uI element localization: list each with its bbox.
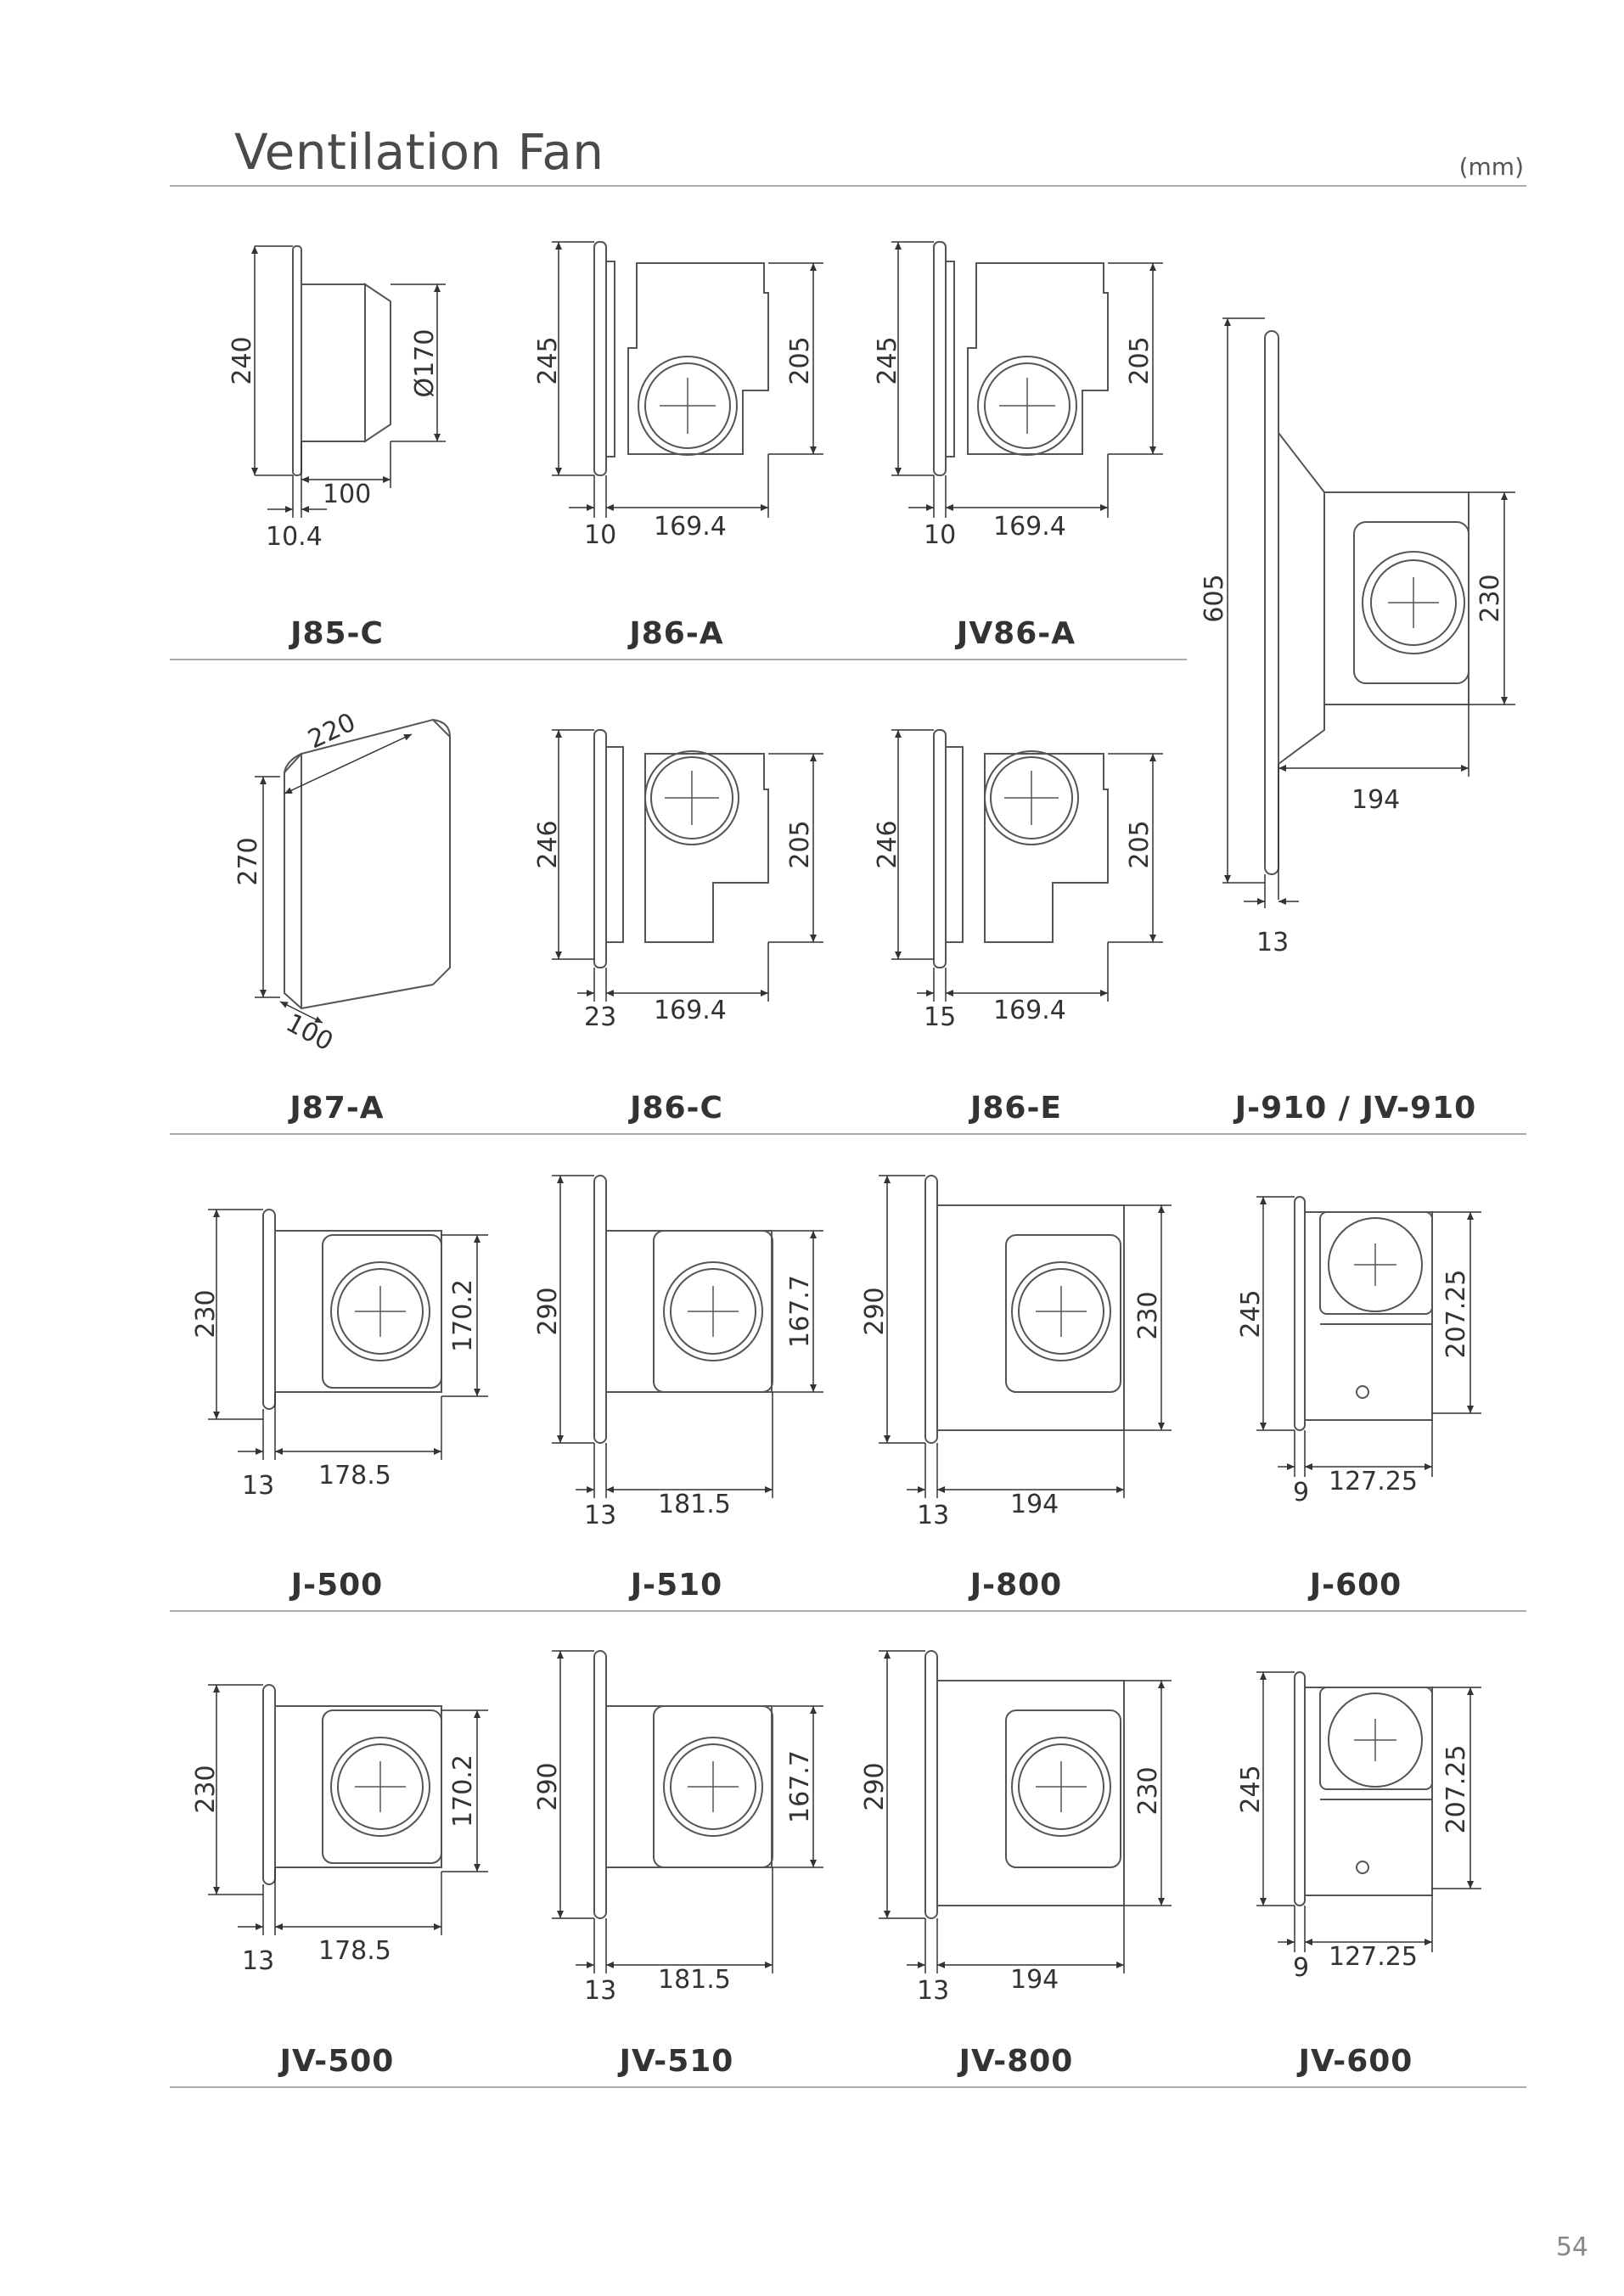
dim-label: 169.4: [654, 512, 727, 542]
dim-label: 10: [924, 520, 956, 550]
dim-label: 245: [1236, 1765, 1266, 1813]
dim-label: 230: [191, 1765, 221, 1813]
dim-label: 207.25: [1441, 1270, 1471, 1359]
dim-label: 246: [533, 820, 563, 868]
drawing-j800: [879, 1175, 1172, 1498]
drawing-j85c: [251, 245, 446, 518]
dim-label: 245: [533, 336, 563, 385]
dim-label: 167.7: [785, 1750, 815, 1823]
dim-label: 290: [860, 1762, 890, 1810]
model-label: J85-C: [290, 616, 384, 651]
page-title: Ventilation Fan: [234, 123, 604, 181]
header-rule: [170, 185, 1526, 187]
dim-label: 13: [242, 1946, 274, 1976]
model-label: J86-E: [969, 1091, 1063, 1126]
model-label: JV-600: [1298, 2044, 1413, 2079]
drawing-j500: [208, 1209, 488, 1460]
model-label: J-510: [630, 1568, 723, 1603]
dim-label: 13: [917, 1501, 949, 1530]
dim-label: 170.2: [448, 1754, 478, 1827]
dim-label: 194: [1010, 1965, 1059, 1995]
dim-label: 181.5: [658, 1965, 731, 1995]
dim-label: 169.4: [654, 996, 727, 1025]
model-label: J-500: [290, 1568, 384, 1603]
dim-label: 207.25: [1441, 1745, 1471, 1834]
row-divider: [170, 2086, 1526, 2088]
dim-label: 13: [242, 1471, 274, 1501]
dim-label: 13: [584, 1976, 616, 2006]
dim-label: 178.5: [318, 1936, 391, 1966]
model-label: JV86-A: [956, 616, 1076, 651]
dim-label: 178.5: [318, 1461, 391, 1490]
dim-label: 194: [1010, 1490, 1059, 1519]
dim-label: 100: [323, 480, 371, 509]
drawing-jv510: [552, 1650, 823, 1973]
dim-label: 9: [1293, 1478, 1309, 1507]
dim-label: 220: [304, 707, 361, 755]
dim-label: 13: [584, 1501, 616, 1530]
dim-label: 290: [533, 1287, 563, 1335]
dim-label: 270: [233, 837, 263, 885]
dim-label: 205: [785, 336, 815, 385]
drawing-jv600: [1256, 1671, 1481, 1952]
dim-label: 169.4: [993, 996, 1066, 1025]
dim-label: 205: [1125, 820, 1155, 868]
model-label: JV-800: [958, 2044, 1074, 2079]
row-divider: [170, 659, 1187, 660]
dim-label: 245: [1236, 1289, 1266, 1338]
dim-label: 100: [281, 1008, 338, 1058]
drawing-j87a: [255, 718, 451, 1024]
row-divider: [170, 1133, 1526, 1135]
drawing-j510: [552, 1175, 823, 1498]
dim-label: 205: [785, 820, 815, 868]
drawing-jv86a: [891, 241, 1163, 518]
model-label: J86-C: [630, 1091, 723, 1126]
dim-label: 13: [1256, 928, 1289, 957]
dim-label: 290: [860, 1287, 890, 1335]
drawing-j910: [1222, 317, 1515, 908]
row-divider: [170, 1610, 1526, 1612]
dim-label: 605: [1200, 574, 1229, 622]
dim-label: 10: [584, 520, 616, 550]
page-number: 54: [1555, 2232, 1588, 2262]
model-label: J86-A: [629, 616, 724, 651]
dim-label: 230: [1133, 1766, 1163, 1815]
dim-label: 13: [917, 1976, 949, 2006]
dim-label: 230: [1133, 1291, 1163, 1339]
drawing-j86a: [552, 241, 823, 518]
model-label: J-800: [969, 1568, 1063, 1603]
dim-label: 181.5: [658, 1490, 731, 1519]
dim-label: 9: [1293, 1953, 1309, 1983]
dim-label: 23: [584, 1002, 616, 1032]
dim-label: 169.4: [993, 512, 1066, 542]
model-label: JV-500: [279, 2044, 395, 2079]
model-label: J-600: [1309, 1568, 1402, 1603]
dim-label: 170.2: [448, 1279, 478, 1352]
dim-label: 205: [1125, 336, 1155, 385]
drawing-j86c: [552, 729, 823, 1002]
dim-label: 240: [228, 336, 257, 385]
drawing-j600: [1256, 1196, 1481, 1477]
unit-label: (mm): [1458, 153, 1524, 181]
drawing-jv800: [879, 1650, 1172, 1973]
dim-label: 230: [1475, 574, 1505, 622]
model-label: J-910 / JV-910: [1234, 1091, 1477, 1126]
drawing-jv500: [208, 1684, 488, 1935]
drawing-j86e: [891, 729, 1163, 1002]
dim-label: 15: [924, 1002, 956, 1032]
dim-label: 127.25: [1329, 1942, 1418, 1972]
model-label: JV-510: [619, 2044, 734, 2079]
dim-label: 127.25: [1329, 1467, 1418, 1496]
dim-label: 167.7: [785, 1275, 815, 1348]
dim-label: 245: [873, 336, 902, 385]
dim-label: 290: [533, 1762, 563, 1810]
dim-label: Ø170: [410, 329, 440, 398]
dim-label: 194: [1351, 785, 1400, 815]
dim-label: 10.4: [266, 522, 323, 552]
model-label: J87-A: [289, 1091, 385, 1126]
dim-label: 230: [191, 1289, 221, 1338]
dim-label: 246: [873, 820, 902, 868]
